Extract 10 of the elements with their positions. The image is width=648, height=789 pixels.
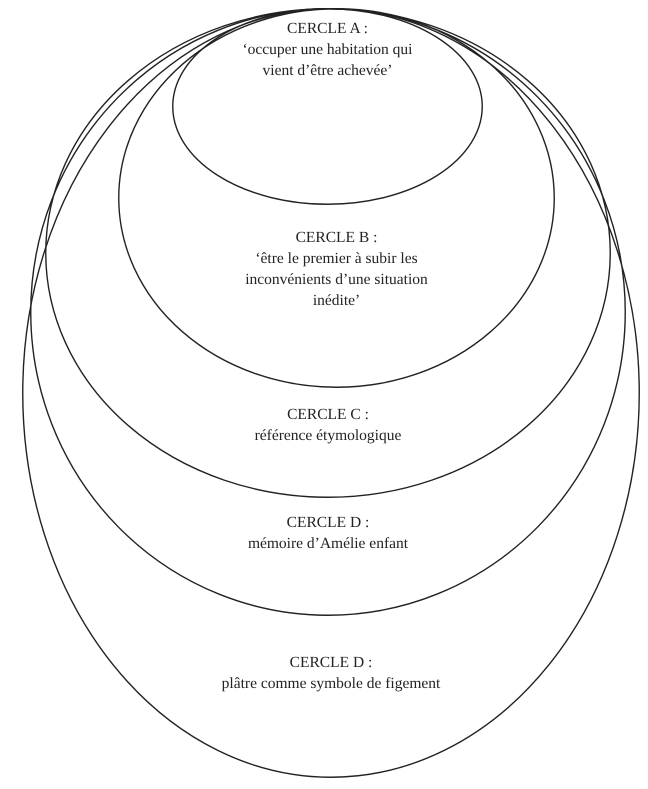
circle-description: ‘occuper une habitation qui vient d’être achevée’: [241, 40, 414, 81]
circle-heading: CERCLE D :: [286, 513, 370, 533]
circle-description: référence étymologique: [254, 426, 402, 446]
circle-description: mémoire d’Amélie enfant: [246, 534, 410, 554]
circle-heading: CERCLE C :: [286, 405, 370, 425]
circle-heading: CERCLE B :: [294, 228, 378, 248]
circle-description: ‘être le premier à subir les inconvénients d’une situation inédite’: [244, 249, 429, 311]
circle-description: plâtre comme symbole de figement: [220, 674, 442, 694]
circle-heading: CERCLE D :: [288, 653, 374, 673]
circle-heading: CERCLE A :: [286, 19, 369, 39]
